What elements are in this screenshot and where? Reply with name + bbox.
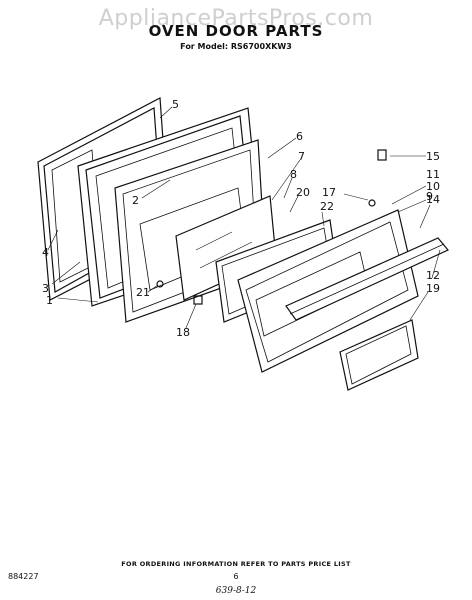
screw-part-21	[156, 280, 164, 288]
door-handle	[285, 237, 449, 321]
callout-1: 1	[46, 294, 53, 307]
document-number: 884227	[8, 572, 39, 581]
callout-14: 14	[426, 193, 440, 206]
watermark: AppliancePartsPros.com	[98, 6, 374, 31]
callout-3: 3	[42, 282, 49, 295]
callout-2: 2	[132, 194, 139, 207]
clip-part-15	[377, 149, 387, 161]
page-title: OVEN DOOR PARTS	[148, 22, 324, 40]
ordering-note: FOR ORDERING INFORMATION REFER TO PARTS …	[121, 560, 351, 568]
callout-7: 7	[298, 150, 305, 163]
bracket-part-18	[193, 295, 203, 305]
callout-8: 8	[290, 168, 297, 181]
callout-5: 5	[172, 98, 179, 111]
callout-4: 4	[42, 246, 49, 259]
callout-19: 19	[426, 282, 440, 295]
handwritten-code: 639-8-12	[215, 586, 257, 596]
callout-18: 18	[176, 326, 190, 339]
front-glass	[339, 319, 419, 391]
page-number: 6	[233, 572, 239, 581]
callout-22: 22	[320, 200, 334, 213]
callout-9: 9	[426, 190, 433, 203]
callout-11: 11	[426, 168, 440, 181]
callout-labels: 1 2 3 4 5 6 7 8 9 10 11 12 14 15 17 18 1…	[42, 98, 440, 339]
callout-10: 10	[426, 180, 440, 193]
callout-12: 12	[426, 269, 440, 282]
callout-21: 21	[136, 286, 150, 299]
callout-6: 6	[296, 130, 303, 143]
callout-20: 20	[296, 186, 310, 199]
callout-17: 17	[322, 186, 336, 199]
callout-15: 15	[426, 150, 440, 163]
screw-part-17	[368, 199, 376, 207]
leader-lines	[47, 106, 441, 329]
model-line: For Model: RS6700XKW3	[180, 42, 292, 51]
